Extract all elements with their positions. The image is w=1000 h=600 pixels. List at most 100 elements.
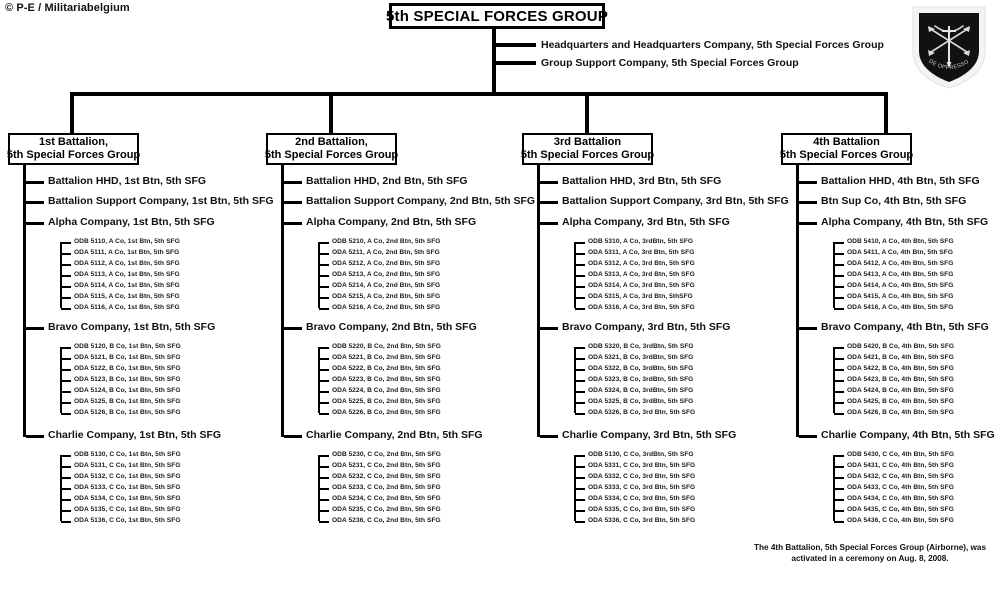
oda-connector-stub [834, 466, 844, 468]
battalion-3rd-support-label: Battalion Support Company, 3rd Btn, 5th … [562, 195, 789, 207]
oda-connector-stub [61, 275, 71, 277]
oda-team-label: ODB 5130, C Co, 1st Btn, 5th SFG [74, 451, 181, 458]
oda-connector-stub [575, 275, 585, 277]
oda-connector-stub [575, 391, 585, 393]
oda-team-label: ODA 5336, C Co, 3rd Btn, 5th SFG [588, 517, 696, 524]
oda-team-label: ODB 5230, C Co, 2nd Btn, 5th SFG [332, 451, 441, 458]
oda-team-label: ODB 5210, A Co, 2nd Btn, 5th SFG [332, 238, 441, 245]
oda-team-label: ODA 5114, A Co, 1st Btn, 5th SFG [74, 282, 180, 289]
oda-team-label: ODB 5320, B Co, 3rdBtn, 5th SFG [588, 343, 694, 350]
oda-team-label: ODA 5124, B Co, 1st Btn, 5th SFG [74, 387, 181, 394]
oda-team-label: ODA 5134, C Co, 1st Btn, 5th SFG [74, 495, 181, 502]
battalion-2nd-support-label: Battalion Support Company, 2nd Btn, 5th … [306, 195, 536, 207]
oda-connector-stub [834, 242, 844, 244]
battalion-1st-bravo-label: Bravo Company, 1st Btn, 5th SFG [48, 321, 216, 333]
oda-connector-stub [575, 488, 585, 490]
battalion-4th-stub-charlie [799, 435, 817, 438]
battalion-1st-line2: 5th Special Forces Group [6, 149, 141, 161]
oda-team-label: ODA 5431, C Co, 4th Btn, 5th SFG [847, 462, 954, 469]
battalion-2nd-line2: 5th Special Forces Group [264, 149, 399, 161]
drop-line-bn3 [585, 92, 589, 133]
oda-connector-stub [319, 455, 329, 457]
oda-connector-stub [319, 308, 329, 310]
oda-team-label: ODA 5314, A Co, 3rd Btn, 5th SFG [588, 282, 695, 289]
oda-connector-stub [319, 264, 329, 266]
oda-team-label: ODA 5123, B Co, 1st Btn, 5th SFG [74, 376, 181, 383]
footnote-4th-battalion: The 4th Battalion, 5th Special Forces Gr… [753, 543, 987, 563]
battalion-1st-hhd-label: Battalion HHD, 1st Btn, 5th SFG [48, 175, 207, 187]
oda-connector-stub [575, 510, 585, 512]
oda-team-label: ODA 5315, A Co, 3rd Btn, 5thSFG [588, 293, 693, 300]
oda-team-label: ODB 5430, C Co, 4th Btn, 5th SFG [847, 451, 955, 458]
battalion-3rd-charlie-label: Charlie Company, 3rd Btn, 5th SFG [562, 429, 737, 441]
oda-team-label: ODA 5116, A Co, 1st Btn, 5th SFG [74, 304, 180, 311]
oda-connector-stub [834, 275, 844, 277]
battalion-4th-bravo-spine [833, 347, 835, 413]
oda-connector-stub [575, 402, 585, 404]
battalion-3rd-stub-hhd [540, 181, 558, 184]
oda-team-label: ODA 5335, C Co, 3rd Btn, 5th SFG [588, 506, 696, 513]
oda-connector-stub [61, 391, 71, 393]
oda-connector-stub [319, 510, 329, 512]
oda-connector-stub [61, 264, 71, 266]
oda-connector-stub [319, 380, 329, 382]
battalion-1st-alpha-spine [60, 242, 62, 308]
group-staff-label-hhc: Headquarters and Headquarters Company, 5… [541, 39, 884, 51]
battalion-2nd-stub-alpha [284, 222, 302, 225]
oda-team-label: ODA 5426, B Co, 4th Btn, 5th SFG [847, 409, 954, 416]
oda-team-label: ODA 5325, B Co, 3rdBtn, 5th SFG [588, 398, 694, 405]
oda-team-label: ODA 5113, A Co, 1st Btn, 5th SFG [74, 271, 180, 278]
oda-team-label: ODA 5331, C Co, 3rd Btn, 5th SFG [588, 462, 696, 469]
oda-team-label: ODB 5130, C Co, 3rdBtn, 5th SFG [588, 451, 694, 458]
battalion-3rd-alpha-spine [574, 242, 576, 308]
oda-connector-stub [61, 253, 71, 255]
oda-connector-stub [319, 347, 329, 349]
oda-connector-stub [61, 297, 71, 299]
oda-team-label: ODA 5215, A Co, 2nd Btn, 5th SFG [332, 293, 441, 300]
oda-connector-stub [319, 369, 329, 371]
oda-team-label: ODA 5334, C Co, 3rd Btn, 5th SFG [588, 495, 696, 502]
battalion-4th-hhd-label: Battalion HHD, 4th Btn, 5th SFG [821, 175, 980, 187]
oda-team-label: ODB 5410, A Co, 4th Btn, 5th SFG [847, 238, 954, 245]
battalion-1st-box: 1st Battalion, 5th Special Forces Group [6, 133, 141, 165]
battalion-4th-alpha-spine [833, 242, 835, 308]
battalion-3rd-hhd-label: Battalion HHD, 3rd Btn, 5th SFG [562, 175, 722, 187]
oda-team-label: ODA 5423, B Co, 4th Btn, 5th SFG [847, 376, 954, 383]
battalion-3rd-charlie-spine [574, 455, 576, 521]
battalion-4th-charlie-spine [833, 455, 835, 521]
battalion-4th-charlie-label: Charlie Company, 4th Btn, 5th SFG [821, 429, 995, 441]
oda-connector-stub [575, 499, 585, 501]
oda-team-label: ODA 5313, A Co, 3rd Btn, 5th SFG [588, 271, 695, 278]
battalion-4th-support-label: Btn Sup Co, 4th Btn, 5th SFG [821, 195, 967, 207]
oda-team-label: ODA 5233, C Co, 2nd Btn, 5th SFG [332, 484, 441, 491]
battalion-4th-bravo-label: Bravo Company, 4th Btn, 5th SFG [821, 321, 989, 333]
battalion-1st-alpha-label: Alpha Company, 1st Btn, 5th SFG [48, 216, 215, 228]
battalion-4th-box: 4th Battalion 5th Special Forces Group [780, 133, 913, 165]
oda-connector-stub [834, 488, 844, 490]
battalion-3rd-stub-charlie [540, 435, 558, 438]
oda-connector-stub [319, 499, 329, 501]
oda-team-label: ODA 5322, B Co, 3rdBtn, 5th SFG [588, 365, 694, 372]
battalion-1st-stub-charlie [26, 435, 44, 438]
oda-connector-stub [319, 253, 329, 255]
oda-connector-stub [834, 380, 844, 382]
oda-team-label: ODA 5235, C Co, 2nd Btn, 5th SFG [332, 506, 441, 513]
oda-team-label: ODA 5416, A Co, 4th Btn, 5th SFG [847, 304, 954, 311]
oda-connector-stub [834, 391, 844, 393]
oda-team-label: ODA 5436, C Co, 4th Btn, 5th SFG [847, 517, 954, 524]
oda-connector-stub [834, 413, 844, 415]
oda-connector-stub [61, 242, 71, 244]
oda-connector-stub [61, 455, 71, 457]
oda-connector-stub [61, 521, 71, 523]
oda-team-label: ODA 5433, C Co, 4th Btn, 5th SFG [847, 484, 954, 491]
battalion-1st-bravo-spine [60, 347, 62, 413]
oda-team-label: ODA 5232, C Co, 2nd Btn, 5th SFG [332, 473, 441, 480]
oda-team-label: ODA 5425, B Co, 4th Btn, 5th SFG [847, 398, 954, 405]
oda-connector-stub [319, 297, 329, 299]
battalion-3rd-bravo-label: Bravo Company, 3rd Btn, 5th SFG [562, 321, 731, 333]
oda-team-label: ODA 5115, A Co, 1st Btn, 5th SFG [74, 293, 180, 300]
oda-team-label: ODA 5122, B Co, 1st Btn, 5th SFG [74, 365, 181, 372]
oda-team-label: ODA 5112, A Co, 1st Btn, 5th SFG [74, 260, 180, 267]
oda-team-label: ODA 5125, B Co, 1st Btn, 5th SFG [74, 398, 181, 405]
group-title: 5th SPECIAL FORCES GROUP [385, 7, 609, 25]
